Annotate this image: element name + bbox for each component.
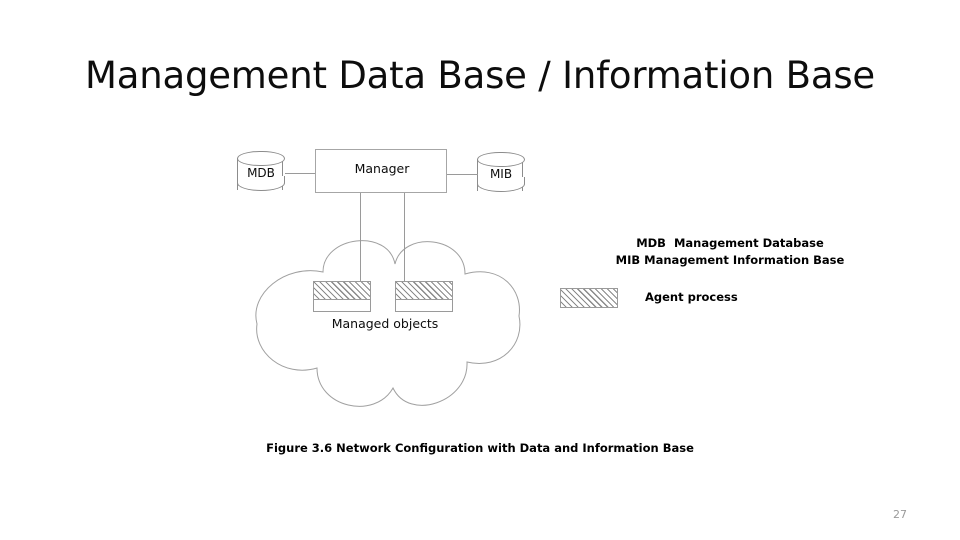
connector-manager-to-agent-2 (404, 193, 405, 282)
legend-abbreviations: MDB Management Database MIB Management I… (500, 235, 960, 269)
mdb-label: MDB (247, 166, 275, 180)
mdb-cylinder: MDB (237, 151, 285, 198)
cylinder-top-ellipse (237, 151, 285, 166)
mib-cylinder: MIB (477, 152, 525, 199)
connector-mdb-to-manager (285, 173, 316, 174)
agent-process-hatch (314, 282, 370, 300)
manager-label: Manager (354, 161, 410, 176)
legend-mdb-definition: MDB Management Database (636, 236, 824, 250)
connector-manager-to-agent-1 (360, 193, 361, 282)
legend-mib-definition: MIB Management Information Base (615, 253, 845, 267)
legend-agent-process-label: Agent process (645, 290, 738, 304)
managed-object-box-1 (313, 281, 371, 312)
agent-process-swatch-icon (560, 288, 618, 308)
agent-process-hatch (396, 282, 452, 300)
manager-node: Manager (315, 149, 447, 193)
figure-caption: Figure 3.6 Network Configuration with Da… (266, 441, 694, 455)
cylinder-bottom-ellipse (237, 176, 285, 191)
cylinder-top-ellipse (477, 152, 525, 167)
managed-objects-label: Managed objects (331, 316, 439, 331)
managed-object-box-2 (395, 281, 453, 312)
page-title: Management Data Base / Information Base (85, 54, 875, 97)
connector-manager-to-mib (447, 174, 478, 175)
page-number: 27 (893, 508, 907, 521)
mib-label: MIB (489, 167, 513, 181)
cylinder-bottom-ellipse (477, 177, 525, 192)
